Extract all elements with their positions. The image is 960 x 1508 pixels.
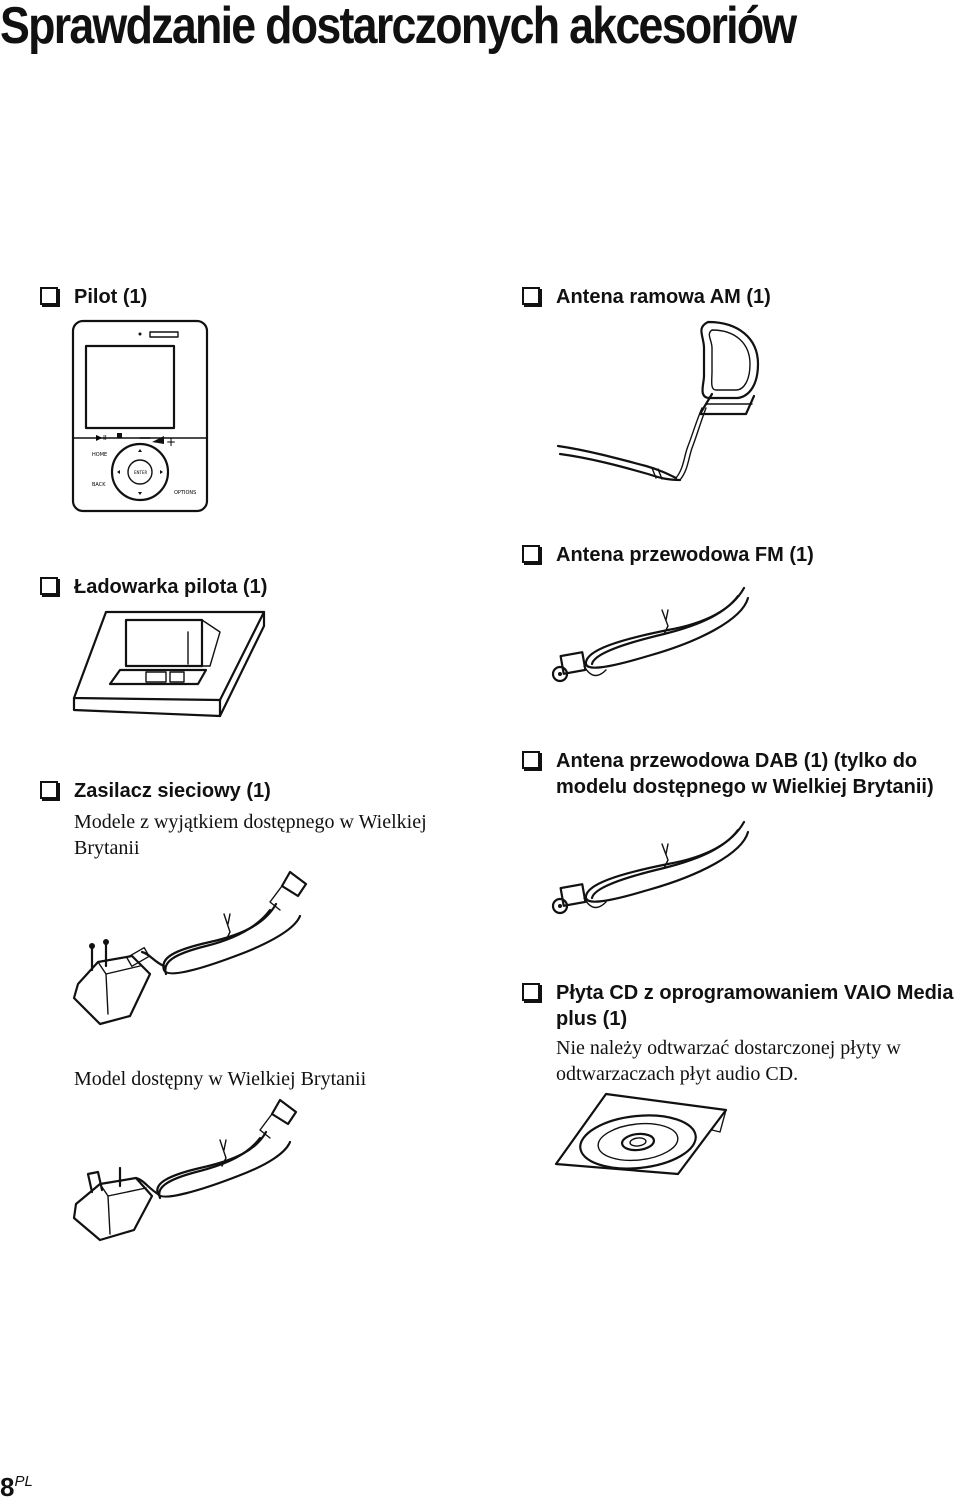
checkbox-icon — [40, 287, 58, 305]
dab-wire-antenna-illustration — [551, 820, 750, 915]
ac-adapter-note-uk: Model dostępny w Wielkiej Brytanii — [74, 1068, 367, 1090]
enter-button-label: ENTER — [134, 470, 147, 475]
item-fm-antenna: Antena przewodowa FM (1) — [522, 542, 956, 568]
remote-charger-illustration — [72, 610, 266, 718]
item-dab-antenna-label: Antena przewodowa DAB (1) (tylko do mode… — [556, 750, 934, 798]
page-title: Sprawdzanie dostarczonych akcesoriów — [0, 0, 797, 55]
page-language-code: PL — [14, 1473, 33, 1490]
item-remote-label: Pilot (1) — [74, 286, 148, 308]
checkbox-icon — [522, 287, 540, 305]
item-ac-adapter-label: Zasilacz sieciowy (1) — [74, 780, 271, 802]
page-number: 8PL — [0, 1472, 33, 1503]
checkbox-icon — [522, 983, 540, 1001]
ac-adapter-eu-illustration — [72, 870, 308, 1026]
item-cd-label: Płyta CD z oprogramowaniem VAIO Media pl… — [556, 982, 954, 1030]
cd-in-sleeve-illustration — [554, 1092, 728, 1176]
item-dab-antenna: Antena przewodowa DAB (1) (tylko do mode… — [522, 748, 960, 800]
fm-wire-antenna-illustration — [551, 586, 750, 683]
remote-control-illustration: ▶॥ + HOME ENTER BACK OPTIONS — [71, 319, 209, 513]
home-button-label: HOME — [92, 452, 107, 458]
play-pause-icon: ▶॥ — [96, 433, 107, 442]
cd-note: Nie należy odtwarzać dostarczonej płyty … — [556, 1037, 901, 1085]
item-charger: Ładowarka pilota (1) — [40, 574, 494, 600]
item-ac-adapter: Zasilacz sieciowy (1) — [40, 778, 494, 804]
back-button-label: BACK — [92, 482, 106, 488]
checkbox-icon — [522, 545, 540, 563]
item-charger-label: Ładowarka pilota (1) — [74, 576, 268, 598]
item-fm-antenna-label: Antena przewodowa FM (1) — [556, 544, 814, 566]
item-am-antenna: Antena ramowa AM (1) — [522, 284, 956, 310]
checkbox-icon — [522, 751, 540, 769]
checkbox-icon — [40, 577, 58, 595]
ac-adapter-note-eu: Modele z wyjątkiem dostępnego w Wielkiej… — [74, 811, 427, 859]
am-loop-antenna-illustration — [556, 320, 760, 482]
item-remote: Pilot (1) — [40, 284, 454, 310]
checkbox-icon — [40, 781, 58, 799]
item-cd: Płyta CD z oprogramowaniem VAIO Media pl… — [522, 980, 960, 1032]
options-button-label: OPTIONS — [174, 490, 196, 496]
ac-adapter-uk-illustration — [72, 1098, 298, 1242]
svg-text:+: + — [166, 435, 176, 449]
page-number-value: 8 — [0, 1472, 15, 1502]
item-am-antenna-label: Antena ramowa AM (1) — [556, 286, 771, 308]
